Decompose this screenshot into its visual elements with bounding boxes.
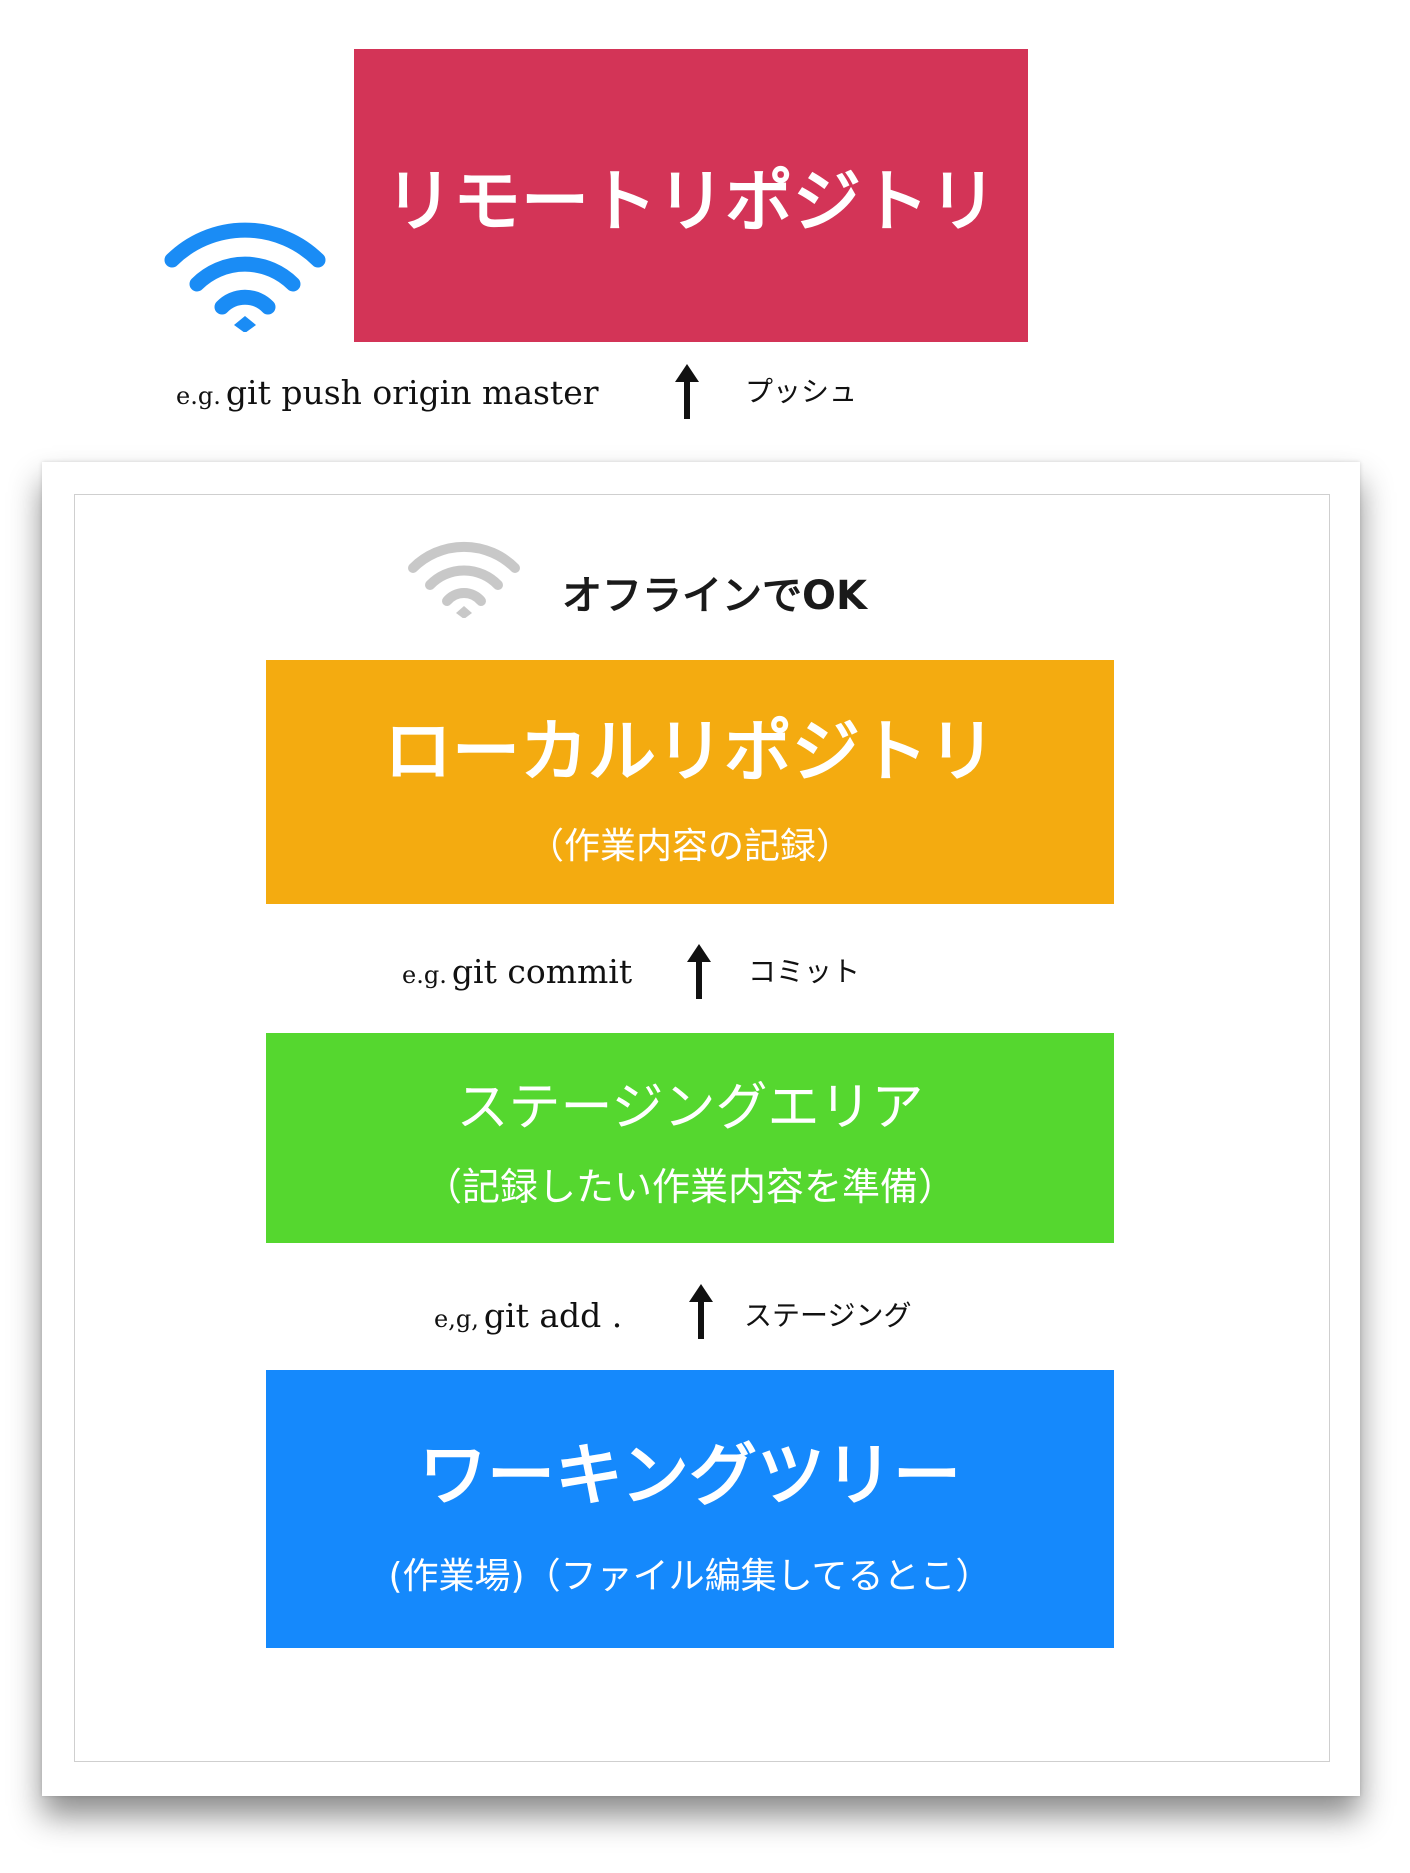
remote-repository-box: リモートリポジトリ [354,49,1028,342]
commit-up-arrow-icon [687,944,711,999]
push-command-text: git push origin master [225,373,599,412]
push-command-prefix: e.g. [176,382,221,410]
wifi-offline-icon [408,541,520,618]
local-repository-subtitle: （作業内容の記録） [527,825,852,867]
push-up-arrow-icon [675,364,699,419]
working-tree-subtitle: (作業場)（ファイル編集してるとこ） [388,1555,992,1597]
add-command-prefix: e,g, [434,1305,479,1333]
commit-command: e.g. git commit [402,952,632,991]
push-label: プッシュ [745,375,858,408]
staging-area-box: ステージングエリア （記録したい作業内容を準備） [266,1033,1114,1243]
offline-label: オフラインでOK [562,573,867,619]
staging-area-title: ステージングエリア [456,1078,924,1138]
working-tree-title: ワーキングツリー [419,1436,961,1516]
wifi-icon [164,222,326,332]
add-command: e,g, git add . [434,1296,622,1335]
working-tree-box: ワーキングツリー (作業場)（ファイル編集してるとこ） [266,1370,1114,1648]
remote-repository-title: リモートリポジトリ [384,163,997,242]
commit-label: コミット [748,955,861,988]
local-repository-title: ローカルリポジトリ [383,712,996,792]
push-command: e.g. git push origin master [176,373,599,412]
commit-command-text: git commit [451,952,633,991]
commit-command-prefix: e.g. [402,961,447,989]
local-repository-box: ローカルリポジトリ （作業内容の記録） [266,660,1114,904]
add-command-text: git add . [483,1296,623,1335]
staging-area-subtitle: （記録したい作業内容を準備） [423,1165,956,1209]
add-up-arrow-icon [689,1284,713,1339]
add-label: ステージング [744,1299,912,1332]
